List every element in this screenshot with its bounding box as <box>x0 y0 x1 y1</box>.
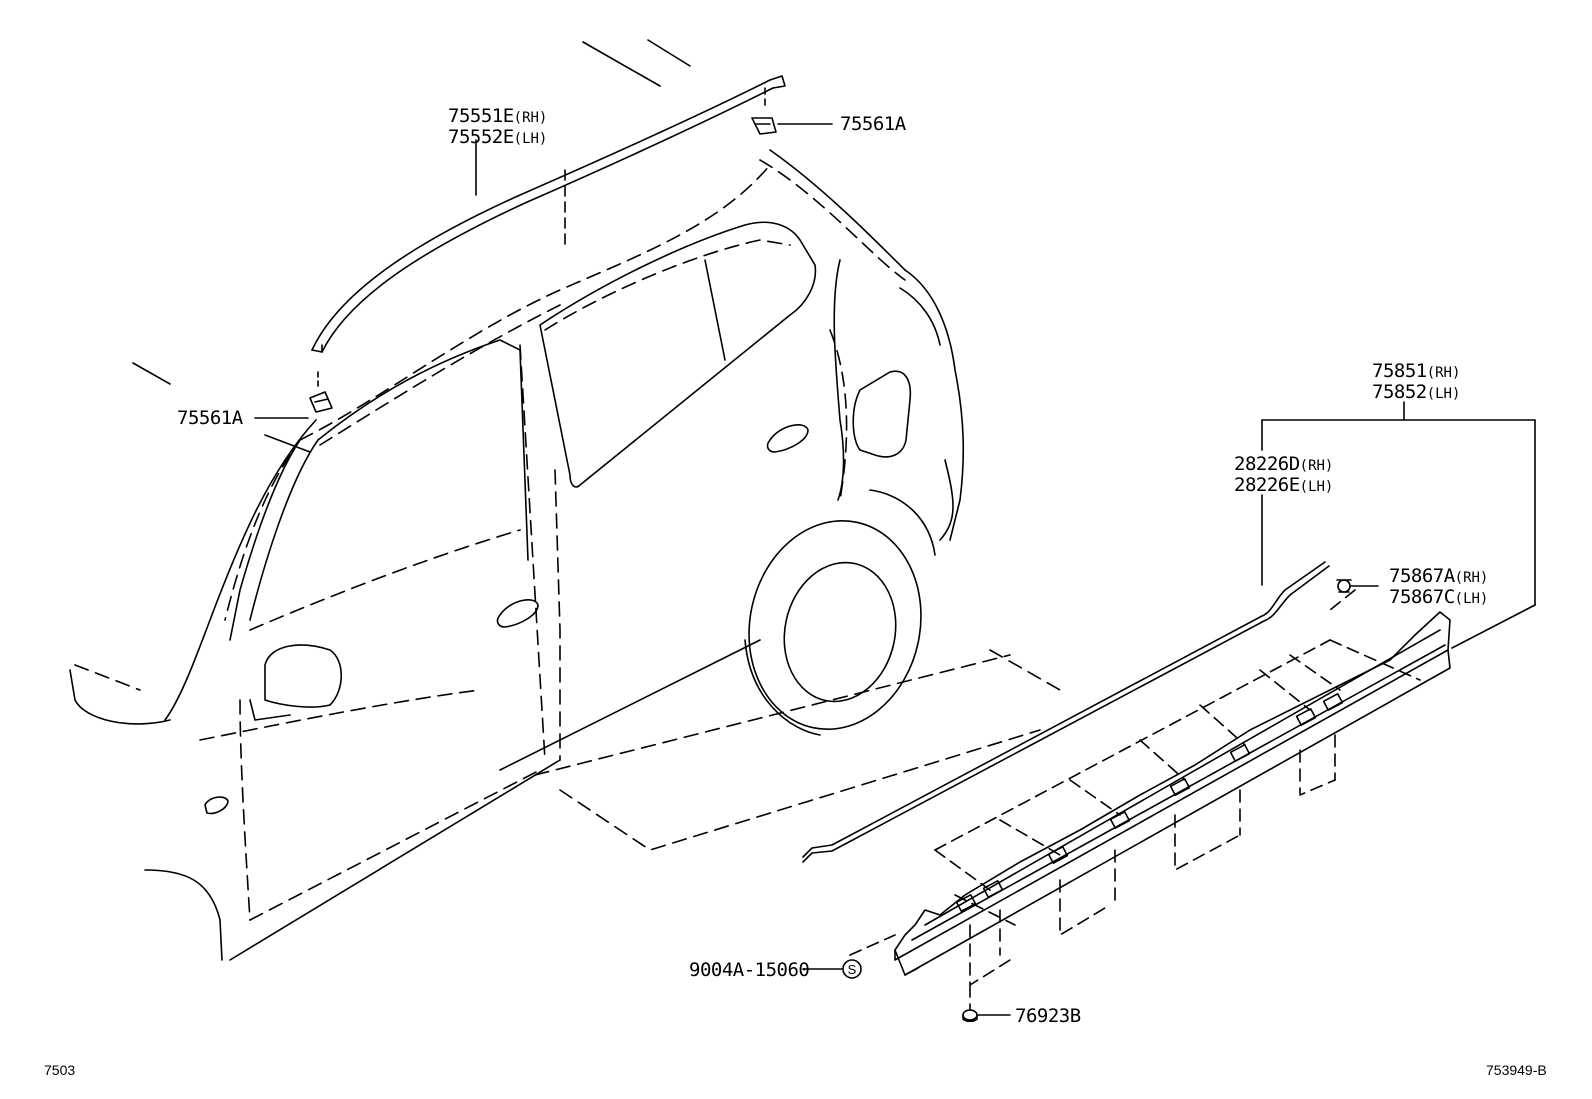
part-number: 76923B <box>1015 1005 1081 1027</box>
side-indicator: (LH) <box>1426 386 1461 402</box>
rocker-mount-guides <box>849 589 1421 1011</box>
part-number: 75552E <box>448 126 514 148</box>
part-number: 75851 <box>1372 360 1427 382</box>
rocker-clip-mounts <box>955 693 1344 912</box>
part-number: 28226E <box>1234 474 1300 496</box>
roof-molding <box>311 75 786 353</box>
clip-rear-shape <box>751 117 777 135</box>
part-number: 75561A <box>840 113 906 135</box>
side-indicator: (LH) <box>1454 591 1489 607</box>
car-hidden-lines <box>74 159 1061 921</box>
tape-rh-label: 28226D(RH) <box>1234 454 1333 476</box>
screw-symbol: S <box>848 962 857 977</box>
leader-lines <box>254 123 1536 1016</box>
side-indicator: (RH) <box>1299 458 1334 474</box>
side-indicator: (RH) <box>1454 570 1489 586</box>
clip-rear-label: 75561A <box>840 114 906 134</box>
seal-tape <box>802 561 1330 863</box>
part-number: 75867A <box>1389 565 1455 587</box>
figure-code-right: 753949-B <box>1486 1062 1547 1078</box>
plug-part <box>962 1009 978 1023</box>
rocker-panel <box>894 611 1451 976</box>
rocker-rh-label: 75851(RH) <box>1372 361 1460 383</box>
part-number: 28226D <box>1234 453 1300 475</box>
rocker-clip-part <box>1336 579 1352 593</box>
part-number: 75551E <box>448 105 514 127</box>
rocker-clip-rh-label: 75867A(RH) <box>1389 566 1488 588</box>
clip-front-shape <box>309 371 333 413</box>
car-body-outline <box>69 149 965 961</box>
clip-front-label: 75561A <box>177 408 243 428</box>
screw-label: 9004A-15060 <box>689 959 810 981</box>
part-number: 75561A <box>177 407 243 429</box>
side-indicator: (RH) <box>1426 365 1461 381</box>
part-number: 75852 <box>1372 381 1427 403</box>
roof-molding-lh-label: 75552E(LH) <box>448 127 547 149</box>
screw-part <box>842 959 862 979</box>
roof-molding-rh-label: 75551E(RH) <box>448 106 547 128</box>
part-number: 75867C <box>1389 586 1455 608</box>
rocker-clip-lh-label: 75867C(LH) <box>1389 587 1488 609</box>
background-lines <box>132 39 691 385</box>
tape-lh-label: 28226E(LH) <box>1234 475 1333 497</box>
side-indicator: (LH) <box>1299 479 1334 495</box>
part-number: 9004A-15060 <box>689 959 810 981</box>
side-indicator: (LH) <box>513 131 548 147</box>
plug-label: 76923B <box>1015 1006 1081 1026</box>
figure-code-left: 7503 <box>44 1062 76 1078</box>
side-indicator: (RH) <box>513 110 548 126</box>
rocker-lh-label: 75852(LH) <box>1372 382 1460 404</box>
